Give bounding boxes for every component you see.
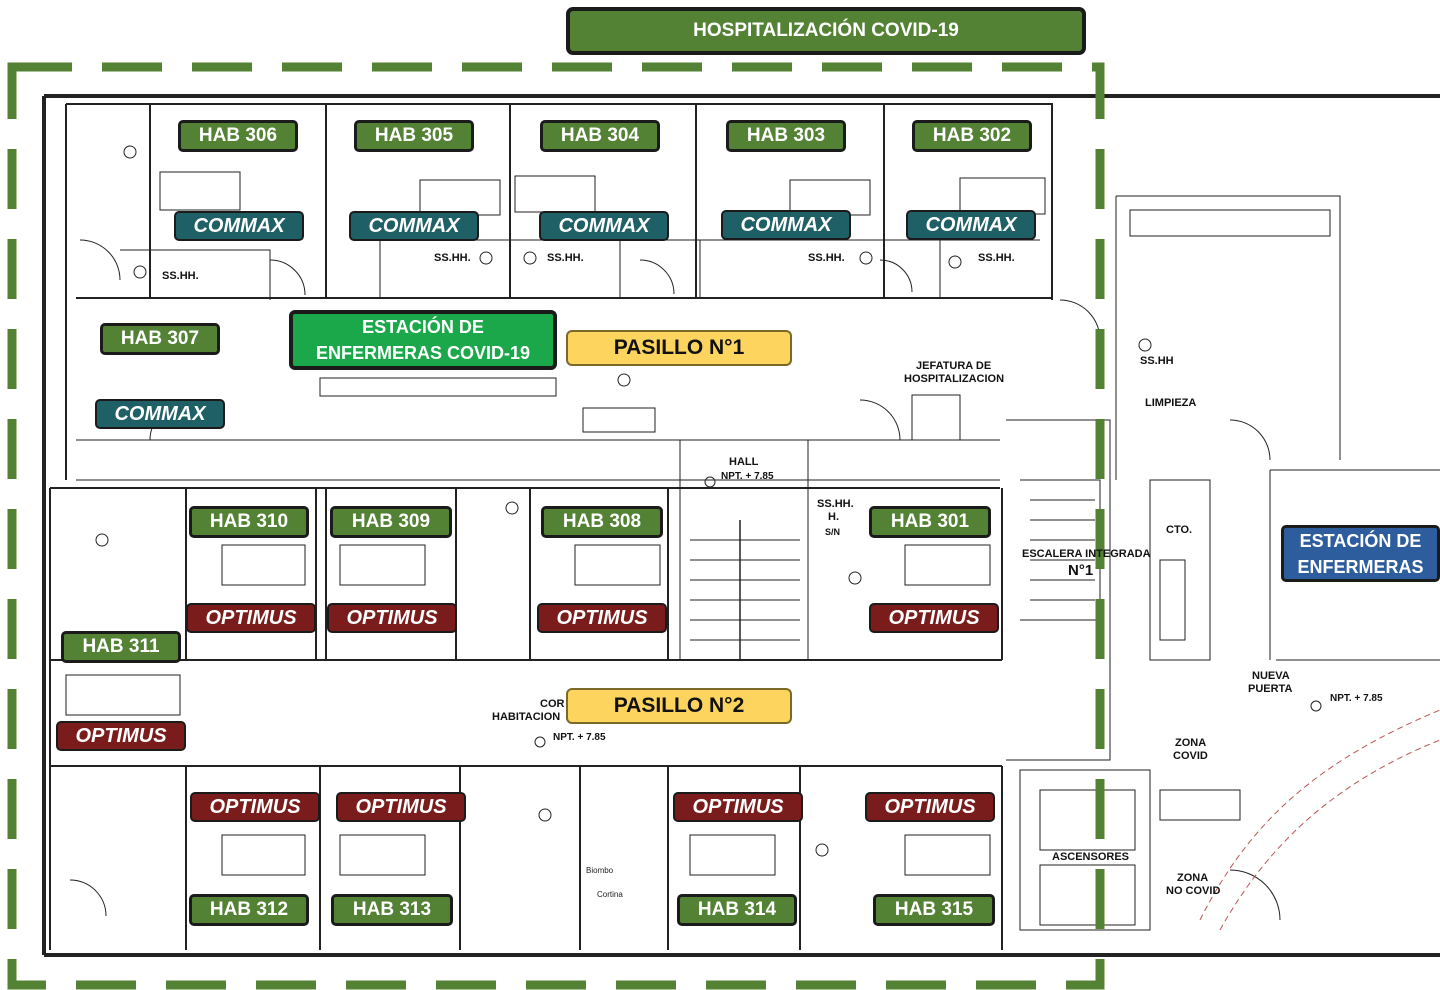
room-label-303: HAB 303: [726, 120, 846, 152]
bathroom-label: SS.HH.: [808, 252, 845, 264]
device-label-commax: COMMAX: [95, 399, 225, 429]
room-label-312: HAB 312: [189, 894, 309, 926]
room-label-302: HAB 302: [912, 120, 1032, 152]
room-label-301: HAB 301: [869, 506, 991, 538]
bathroom-label: SS.HH.: [162, 270, 199, 282]
page-title: HOSPITALIZACIÓN COVID-19: [566, 7, 1086, 55]
room-label-315: HAB 315: [873, 894, 995, 926]
bathroom-label: SS.HH.: [817, 498, 854, 510]
bathroom-label: H.: [828, 511, 839, 523]
device-label-commax: COMMAX: [174, 211, 304, 241]
room-label-310: HAB 310: [189, 506, 309, 538]
room-label-309: HAB 309: [330, 506, 452, 538]
zone-covid-line1: ZONA: [1175, 737, 1207, 749]
new-door-label-line1: NUEVA: [1252, 670, 1290, 682]
device-label-optimus: OPTIMUS: [869, 603, 999, 633]
room-label-311: HAB 311: [61, 631, 181, 663]
jefatura-label-line1: JEFATURA DE: [916, 360, 992, 372]
new-door-label-line2: PUERTA: [1248, 683, 1293, 695]
curtain-label: Cortina: [597, 890, 623, 899]
device-label-optimus: OPTIMUS: [673, 792, 803, 822]
stair-number: N°1: [1068, 562, 1094, 579]
device-label-commax: COMMAX: [539, 211, 669, 241]
room-label-313: HAB 313: [331, 894, 453, 926]
zone-non-covid-line2: NO COVID: [1166, 885, 1221, 897]
device-label-optimus: OPTIMUS: [865, 792, 995, 822]
cleaning-room-label: LIMPIEZA: [1145, 397, 1197, 409]
nurse-station-line1: ESTACIÓN DE: [1299, 530, 1422, 551]
bathroom-label: SS.HH.: [434, 252, 471, 264]
covid-station-line2: ENFERMERAS COVID-19: [315, 343, 531, 363]
device-label-optimus: OPTIMUS: [327, 603, 457, 633]
corridor-2-label: PASILLO N°2: [566, 688, 792, 724]
corridor-1-label: PASILLO N°1: [566, 330, 792, 366]
device-label-commax: COMMAX: [721, 210, 851, 240]
corridor-note-line2: HABITACION: [492, 711, 561, 723]
room-label-305: HAB 305: [354, 120, 474, 152]
device-label-commax: COMMAX: [349, 211, 479, 241]
jefatura-label-line2: HOSPITALIZACION: [904, 373, 1005, 385]
bathroom-label: SS.HH.: [978, 252, 1015, 264]
device-label-commax: COMMAX: [906, 210, 1036, 240]
zone-covid-line2: COVID: [1173, 750, 1208, 762]
level-label: NPT. + 7.85: [1330, 693, 1383, 704]
room-label-308: HAB 308: [541, 506, 663, 538]
device-label-optimus: OPTIMUS: [336, 792, 466, 822]
bathroom-label: SS.HH.: [547, 252, 584, 264]
room-label-306: HAB 306: [178, 120, 298, 152]
cto-label: CTO.: [1166, 524, 1193, 536]
device-label-optimus: OPTIMUS: [190, 792, 320, 822]
device-label-optimus: OPTIMUS: [537, 603, 667, 633]
bathroom-sign: S/N: [825, 527, 841, 537]
bathroom-label: SS.HH: [1140, 355, 1174, 367]
room-label-307: HAB 307: [100, 323, 220, 355]
device-label-optimus: OPTIMUS: [186, 603, 316, 633]
covid-nurse-station-label: ESTACIÓN DE ENFERMERAS COVID-19: [289, 310, 557, 370]
elevators-label: ASCENSORES: [1052, 851, 1130, 863]
level-label: NPT. + 7.85: [721, 471, 774, 482]
level-label: NPT. + 7.85: [553, 732, 606, 743]
nurse-station-label: ESTACIÓN DE ENFERMERAS: [1281, 525, 1440, 582]
nurse-station-line2: ENFERMERAS: [1297, 556, 1424, 577]
covid-station-line1: ESTACIÓN DE: [362, 317, 484, 337]
corridor-note-line1: COR: [540, 698, 565, 710]
room-label-314: HAB 314: [677, 894, 797, 926]
zone-non-covid-line1: ZONA: [1177, 872, 1209, 884]
screen-label: Biombo: [586, 866, 614, 875]
stair-label: ESCALERA INTEGRADA: [1022, 548, 1151, 560]
room-label-304: HAB 304: [540, 120, 660, 152]
hall-label: HALL: [729, 456, 759, 468]
device-label-optimus: OPTIMUS: [56, 721, 186, 751]
